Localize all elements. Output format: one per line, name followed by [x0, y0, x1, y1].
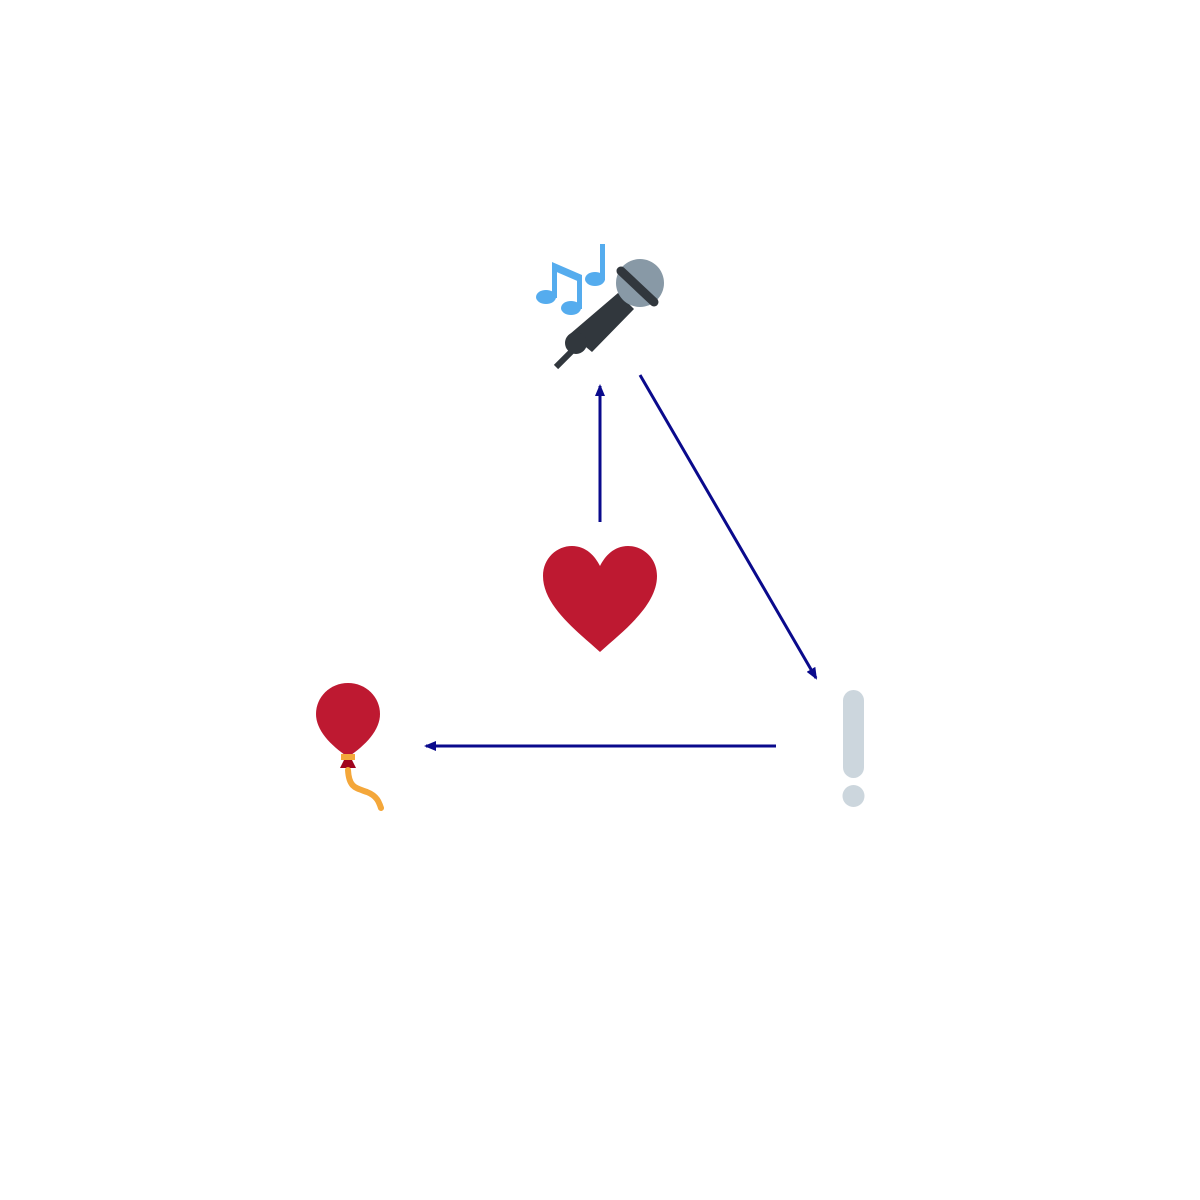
- node-microphone: [536, 244, 664, 370]
- red-balloon-icon: [316, 683, 384, 811]
- music-notes-icon: [536, 244, 605, 315]
- grey-exclamation-mark-icon: [842, 690, 865, 807]
- node-balloon: [316, 683, 384, 811]
- edge-microphone-to-exclamation: [638, 374, 818, 680]
- node-heart: [543, 546, 657, 652]
- node-exclamation: [842, 690, 865, 807]
- red-heart-icon: [543, 546, 657, 652]
- microphone-icon: [553, 259, 664, 370]
